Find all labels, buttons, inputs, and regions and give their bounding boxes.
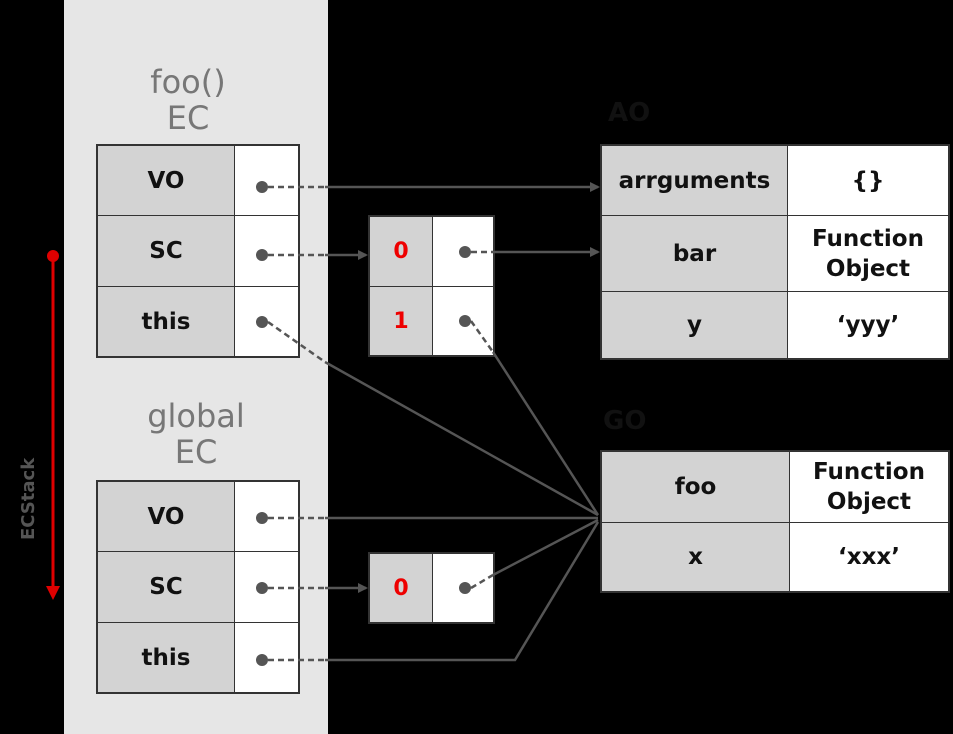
global-ec-vo-key: VO: [97, 481, 235, 552]
ao-bar-value: Function Object: [787, 215, 949, 292]
foo-scope-1-dot: [459, 315, 471, 327]
foo-ec-title: foo() EC: [98, 64, 278, 136]
foo-this-wire: [267, 320, 326, 364]
foo-ec-sc-slot: [234, 215, 299, 287]
foo-ec-title-line2: EC: [166, 99, 210, 137]
global-ec-vo-slot: [234, 481, 299, 552]
go-table: foo Function Object x ‘xxx’: [600, 450, 950, 593]
global-scope-0-arrow: [492, 518, 599, 577]
foo-this-arrow: [324, 360, 599, 517]
foo-scope-index-0: 0: [369, 216, 433, 287]
global-ec-title-line1: global: [147, 397, 245, 435]
foo-ec-table: VO SC this: [96, 144, 300, 358]
foo-ec-vo-key: VO: [97, 145, 235, 216]
foo-vo-dot: [256, 181, 268, 193]
ao-arguments-key: arrguments: [601, 145, 788, 216]
foo-scope-1-wire: [469, 320, 495, 353]
global-scope-chain-table: 0: [368, 552, 495, 624]
foo-scope-1-arrow: [491, 351, 600, 516]
foo-ec-title-line1: foo(): [150, 63, 226, 101]
global-this-arrow: [325, 521, 600, 662]
ao-bar-key: bar: [601, 215, 788, 292]
ao-y-key: y: [601, 291, 788, 359]
global-sc-dot: [256, 582, 268, 594]
global-ec-sc-key: SC: [97, 551, 235, 623]
foo-scope-chain-table: 0 1: [368, 215, 495, 357]
go-x-value: ‘xxx’: [789, 522, 949, 592]
ao-arguments-value: {}: [787, 145, 949, 216]
global-ec-title: global EC: [106, 398, 286, 470]
ao-table: arrguments {} bar Function Object y ‘yyy…: [600, 144, 950, 360]
foo-scope-0-dot: [459, 246, 471, 258]
global-ec-title-line2: EC: [174, 433, 218, 471]
foo-ec-this-key: this: [97, 286, 235, 357]
global-scope-index-0: 0: [369, 553, 433, 623]
go-label: GO: [603, 406, 647, 436]
ao-y-value: ‘yyy’: [787, 291, 949, 359]
global-scope-0-dot: [459, 582, 471, 594]
global-scope-0-wire: [470, 573, 494, 590]
global-ec-this-key: this: [97, 622, 235, 693]
global-this-dot: [256, 654, 268, 666]
global-vo-dot: [256, 512, 268, 524]
foo-this-dot: [256, 316, 268, 328]
ao-label: AO: [608, 98, 651, 128]
foo-sc-dot: [256, 249, 268, 261]
